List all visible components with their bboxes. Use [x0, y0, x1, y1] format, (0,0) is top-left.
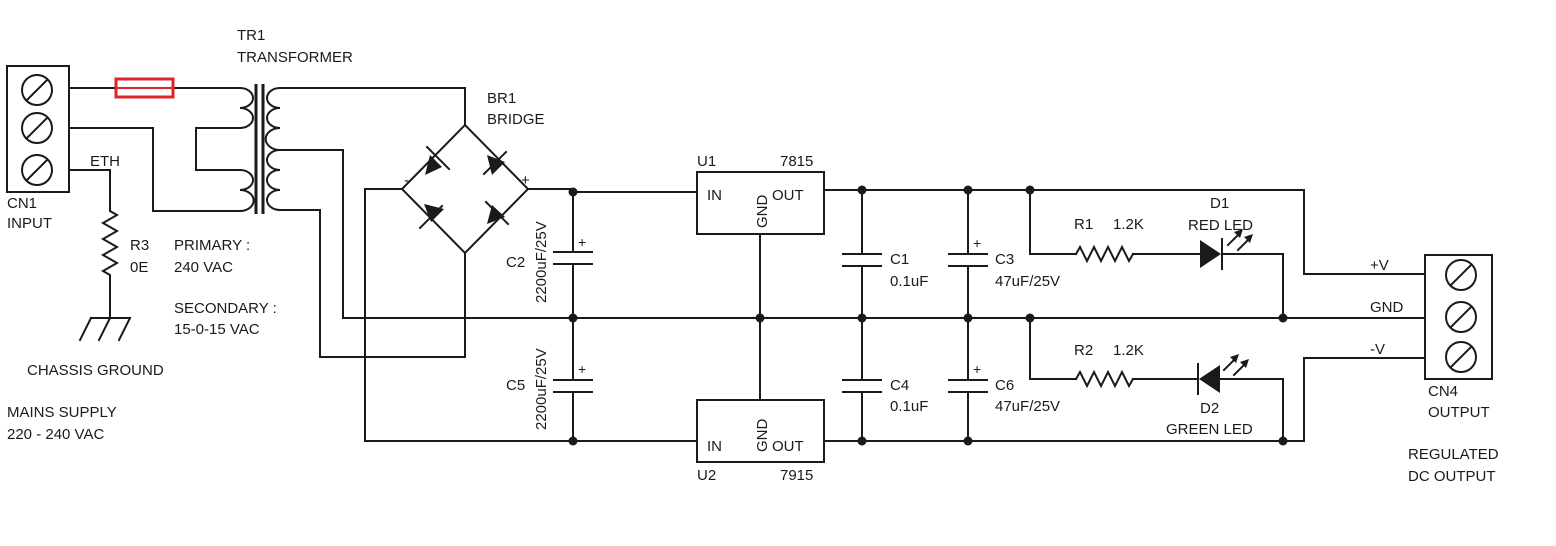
- dc-output-label: DC OUTPUT: [1408, 468, 1496, 485]
- c6-capacitor: [948, 317, 988, 442]
- c3-polarity: +: [973, 235, 981, 251]
- r1-value: 1.2K: [1113, 216, 1144, 233]
- br1-name: BRIDGE: [487, 111, 545, 128]
- c5-polarity: +: [578, 361, 586, 377]
- cn4-terminal-block: [1424, 254, 1493, 380]
- neutral-wire: [68, 127, 241, 212]
- c2-value: 2200uF/25V: [533, 221, 550, 303]
- u2-pin-gnd: GND: [754, 419, 771, 453]
- c1-value: 0.1uF: [890, 273, 928, 290]
- secondary-label: SECONDARY :: [174, 300, 277, 317]
- d1-red-led: [1200, 229, 1253, 270]
- bridge-minus: -: [404, 172, 409, 189]
- c5-value: 2200uF/25V: [533, 348, 550, 430]
- tr1-name: TRANSFORMER: [237, 49, 353, 66]
- primary-label: PRIMARY :: [174, 237, 250, 254]
- c2-ref: C2: [506, 254, 525, 271]
- output-negative-label: -V: [1370, 341, 1385, 358]
- c3-ref: C3: [995, 251, 1014, 268]
- d2-green-led: [1197, 354, 1249, 395]
- d1-name: RED LED: [1188, 217, 1253, 234]
- cn1-ref: CN1: [7, 195, 37, 212]
- c6-value: 47uF/25V: [995, 398, 1060, 415]
- c6-polarity: +: [973, 361, 981, 377]
- secondary-wires: [279, 87, 466, 358]
- u1-pin-in: IN: [707, 187, 722, 204]
- r2-resistor: [1074, 369, 1135, 389]
- c6-ref: C6: [995, 377, 1014, 394]
- terminal-screw: [21, 74, 53, 106]
- c2-capacitor: [553, 191, 593, 319]
- terminal-screw: [1445, 259, 1477, 291]
- regulated-label: REGULATED: [1408, 446, 1499, 463]
- d1-ground-wire: [1221, 253, 1284, 319]
- positive-regulated-rail: [823, 189, 1426, 275]
- cn4-ref: CN4: [1428, 383, 1458, 400]
- positive-rail-raw: [527, 188, 698, 193]
- c4-value: 0.1uF: [890, 398, 928, 415]
- c5-capacitor: [553, 317, 593, 442]
- u1-pin-gnd: GND: [754, 195, 771, 229]
- cn1-name: INPUT: [7, 215, 52, 232]
- u2-regulator: [696, 399, 825, 463]
- negative-rail-raw: [364, 188, 698, 442]
- r3-ref: R3: [130, 237, 149, 254]
- terminal-screw: [21, 154, 53, 186]
- bridge-plus: +: [521, 172, 530, 189]
- chassis-ground-label: CHASSIS GROUND: [27, 362, 164, 379]
- r1-ref: R1: [1074, 216, 1093, 233]
- r2-value: 1.2K: [1113, 342, 1144, 359]
- r1-resistor: [1074, 244, 1135, 264]
- cn1-terminal-block: [6, 65, 70, 193]
- br1-bridge-rectifier: [400, 123, 530, 255]
- u2-ref: U2: [697, 467, 716, 484]
- terminal-screw: [21, 112, 53, 144]
- secondary-value: 15-0-15 VAC: [174, 321, 260, 338]
- d2-rail-wire: [1219, 378, 1284, 442]
- output-positive-label: +V: [1370, 257, 1389, 274]
- c1-capacitor: [842, 189, 882, 319]
- terminal-screw: [1445, 341, 1477, 373]
- r1-lead: [1029, 189, 1077, 255]
- u1-pin-out: OUT: [772, 187, 804, 204]
- d2-name: GREEN LED: [1166, 421, 1253, 438]
- u2-pin-out: OUT: [772, 438, 804, 455]
- chassis-ground-symbol: [78, 316, 132, 342]
- u2-pin-in: IN: [707, 438, 722, 455]
- c1-ref: C1: [890, 251, 909, 268]
- d1-ref: D1: [1210, 195, 1229, 212]
- r3-value: 0E: [130, 259, 148, 276]
- mains-supply-value: 220 - 240 VAC: [7, 426, 104, 443]
- mains-supply-label: MAINS SUPPLY: [7, 404, 117, 421]
- c4-ref: C4: [890, 377, 909, 394]
- earth-wire: [68, 169, 111, 206]
- u2-part: 7915: [780, 467, 813, 484]
- c4-capacitor: [842, 317, 882, 442]
- negative-regulated-rail: [823, 357, 1426, 442]
- output-ground-label: GND: [1370, 299, 1404, 316]
- junction-dots: [568, 185, 1288, 446]
- r2-lead: [1029, 317, 1077, 380]
- r2-ref: R2: [1074, 342, 1093, 359]
- tr1-ref: TR1: [237, 27, 265, 44]
- tr1-transformer: [195, 84, 282, 214]
- c2-polarity: +: [578, 234, 586, 250]
- c3-value: 47uF/25V: [995, 273, 1060, 290]
- u1-ref: U1: [697, 153, 716, 170]
- terminal-screw: [1445, 301, 1477, 333]
- d2-ref: D2: [1200, 400, 1219, 417]
- br1-ref: BR1: [487, 90, 516, 107]
- u1-part: 7815: [780, 153, 813, 170]
- cn4-name: OUTPUT: [1428, 404, 1490, 421]
- eth-label: ETH: [90, 153, 120, 170]
- primary-value: 240 VAC: [174, 259, 233, 276]
- c3-capacitor: [948, 189, 988, 319]
- r3-resistor: [100, 204, 120, 319]
- c5-ref: C5: [506, 377, 525, 394]
